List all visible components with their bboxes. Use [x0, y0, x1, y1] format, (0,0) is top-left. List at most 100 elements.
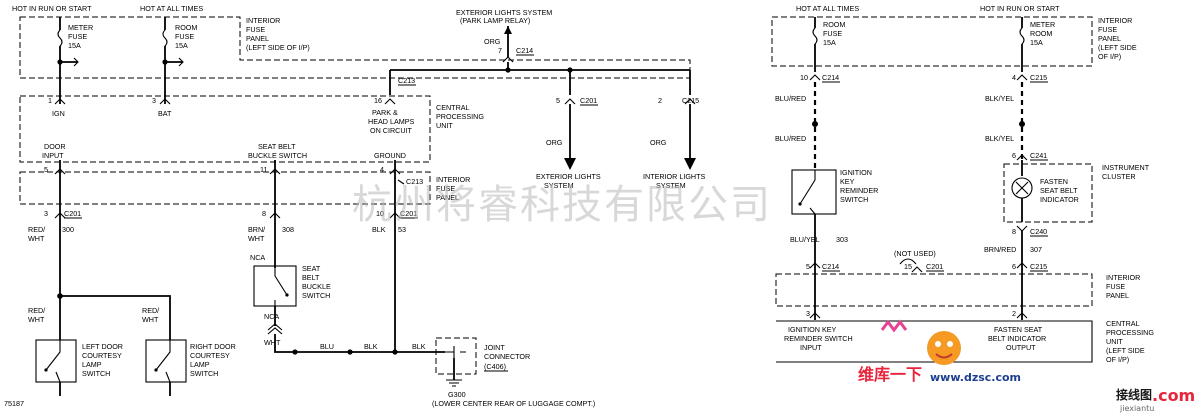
svg-text:PROCESSING: PROCESSING [436, 112, 484, 121]
svg-text:BELT INDICATOR: BELT INDICATOR [988, 334, 1046, 343]
svg-text:3: 3 [44, 209, 48, 218]
svg-text:SWITCH: SWITCH [190, 369, 218, 378]
svg-text:PANEL: PANEL [1106, 291, 1129, 300]
svg-text:ON CIRCUIT: ON CIRCUIT [370, 126, 413, 135]
svg-text:2: 2 [658, 96, 662, 105]
svg-text:www.dzsc.com: www.dzsc.com [930, 371, 1021, 384]
left-door-switch: LEFT DOOR COURTESY LAMP SWITCH [35, 339, 123, 383]
svg-text:BELT: BELT [302, 273, 320, 282]
svg-text:SWITCH: SWITCH [82, 369, 110, 378]
svg-text:DOOR: DOOR [44, 142, 66, 151]
svg-text:ROOM: ROOM [823, 20, 845, 29]
svg-text:BUCKLE: BUCKLE [302, 282, 331, 291]
svg-text:(LEFT SIDE OF I/P): (LEFT SIDE OF I/P) [246, 43, 310, 52]
svg-text:FASTEN SEAT: FASTEN SEAT [994, 325, 1043, 334]
svg-text:ORG: ORG [484, 37, 501, 46]
svg-text:SWITCH: SWITCH [302, 291, 330, 300]
svg-text:(NOT USED): (NOT USED) [894, 249, 936, 258]
svg-text:ORG: ORG [546, 138, 563, 147]
svg-text:SEAT BELT: SEAT BELT [258, 142, 296, 151]
r-wire-through-panel [814, 266, 1023, 320]
svg-text:PANEL: PANEL [246, 34, 269, 43]
svg-text:5: 5 [556, 96, 560, 105]
svg-text:3: 3 [152, 96, 156, 105]
int-fuse-pins: 5 11 4 [44, 165, 405, 185]
svg-text:OUTPUT: OUTPUT [1006, 343, 1036, 352]
exterior-lights-relay: EXTERIOR LIGHTS SYSTEM (PARK LAMP RELAY)… [389, 8, 691, 95]
label-hot-all-times: HOT AT ALL TIMES [140, 4, 203, 13]
dzsc-logo: 维库一下 www.dzsc.com [858, 319, 1021, 384]
svg-text:ORG: ORG [650, 138, 667, 147]
svg-text:JOINT: JOINT [484, 343, 505, 352]
svg-text:ROOM: ROOM [1030, 29, 1052, 38]
svg-text:303: 303 [836, 235, 848, 244]
cpu-label: CENTRAL PROCESSING UNIT [436, 103, 484, 130]
svg-text:CONNECTOR: CONNECTOR [484, 352, 530, 361]
wire-door-switches [59, 220, 171, 340]
svg-text:4: 4 [380, 165, 384, 174]
r-fuse-panel-box [771, 16, 1093, 67]
svg-text:BLK/YEL: BLK/YEL [985, 94, 1014, 103]
svg-text:7: 7 [498, 46, 502, 55]
svg-text:15A: 15A [823, 38, 836, 47]
svg-text:PANEL: PANEL [436, 193, 459, 202]
svg-text:C201: C201 [580, 96, 597, 105]
svg-text:53: 53 [398, 225, 406, 234]
svg-text:C201: C201 [64, 209, 81, 218]
svg-text:10: 10 [800, 73, 808, 82]
g300-location: (LOWER CENTER REAR OF LUGGAGE COMPT.) [432, 399, 595, 408]
svg-text:LEFT DOOR: LEFT DOOR [82, 342, 123, 351]
svg-text:INTERIOR: INTERIOR [436, 175, 470, 184]
svg-text:(C406): (C406) [484, 362, 506, 371]
svg-text:ROOM: ROOM [175, 23, 197, 32]
room-fuse: ROOM FUSE 15A [162, 17, 197, 104]
svg-text:4: 4 [1012, 73, 1016, 82]
svg-text:(LEFT SIDE: (LEFT SIDE [1098, 43, 1137, 52]
svg-text:WHT: WHT [28, 315, 45, 324]
svg-text:C215: C215 [1030, 262, 1047, 271]
svg-text:308: 308 [282, 225, 294, 234]
svg-text:5: 5 [806, 262, 810, 271]
cpu-pins: 1 IGN 3 BAT 16 PARK & HEAD LAMPS ON CIRC… [48, 96, 415, 135]
svg-text:BLU/YEL: BLU/YEL [790, 235, 820, 244]
svg-text:jiexiantu: jiexiantu [1119, 404, 1154, 413]
svg-text:HEAD LAMPS: HEAD LAMPS [368, 117, 415, 126]
r-c214-c215: 10 C214 4 C215 [800, 73, 1048, 83]
int-lights-branch: 2 C215 ORG INTERIOR LIGHTS SYSTEM [643, 96, 706, 190]
svg-text:6: 6 [1012, 262, 1016, 271]
svg-text:CLUSTER: CLUSTER [1102, 172, 1136, 181]
svg-text:IGN: IGN [52, 109, 65, 118]
svg-text:IGNITION KEY: IGNITION KEY [788, 325, 837, 334]
watermark-main: 杭州将睿科技有限公司 [352, 182, 772, 228]
seat-belt-buckle-switch: NCA SEAT BELT BUCKLE SWITCH NCA WHT BLU … [250, 220, 445, 355]
svg-text:WHT: WHT [248, 234, 265, 243]
svg-text:LAMP: LAMP [190, 360, 210, 369]
svg-text:10: 10 [376, 209, 384, 218]
svg-text:C241: C241 [1030, 151, 1047, 160]
svg-text:WHT: WHT [264, 338, 281, 347]
c213-b: C213 [406, 177, 423, 186]
svg-text:FUSE: FUSE [1098, 25, 1117, 34]
r-int-fuse-panel-label: INTERIOR FUSE PANEL [1106, 273, 1140, 300]
svg-text:INTERIOR: INTERIOR [1106, 273, 1140, 282]
svg-text:RIGHT DOOR: RIGHT DOOR [190, 342, 236, 351]
svg-text:FUSE: FUSE [175, 32, 194, 41]
svg-text:C215: C215 [1030, 73, 1047, 82]
svg-text:METER: METER [68, 23, 93, 32]
svg-text:6: 6 [1012, 151, 1016, 160]
svg-text:INTERIOR: INTERIOR [246, 16, 280, 25]
svg-text:C240: C240 [1030, 227, 1047, 236]
svg-text:BRN/: BRN/ [248, 225, 265, 234]
svg-text:EXTERIOR LIGHTS: EXTERIOR LIGHTS [536, 172, 601, 181]
svg-text:C213: C213 [398, 76, 415, 85]
r-label-hot-run-start: HOT IN RUN OR START [980, 4, 1060, 13]
svg-text:C201: C201 [926, 262, 943, 271]
fuse-panel-box [19, 16, 691, 79]
svg-text:15A: 15A [68, 41, 81, 50]
svg-text:BRN/RED: BRN/RED [984, 245, 1016, 254]
r-cpu-pins: 3 2 [806, 309, 1028, 319]
svg-text:PARK &: PARK & [372, 108, 398, 117]
svg-text:BLK: BLK [364, 342, 378, 351]
svg-text:REMINDER: REMINDER [840, 186, 878, 195]
